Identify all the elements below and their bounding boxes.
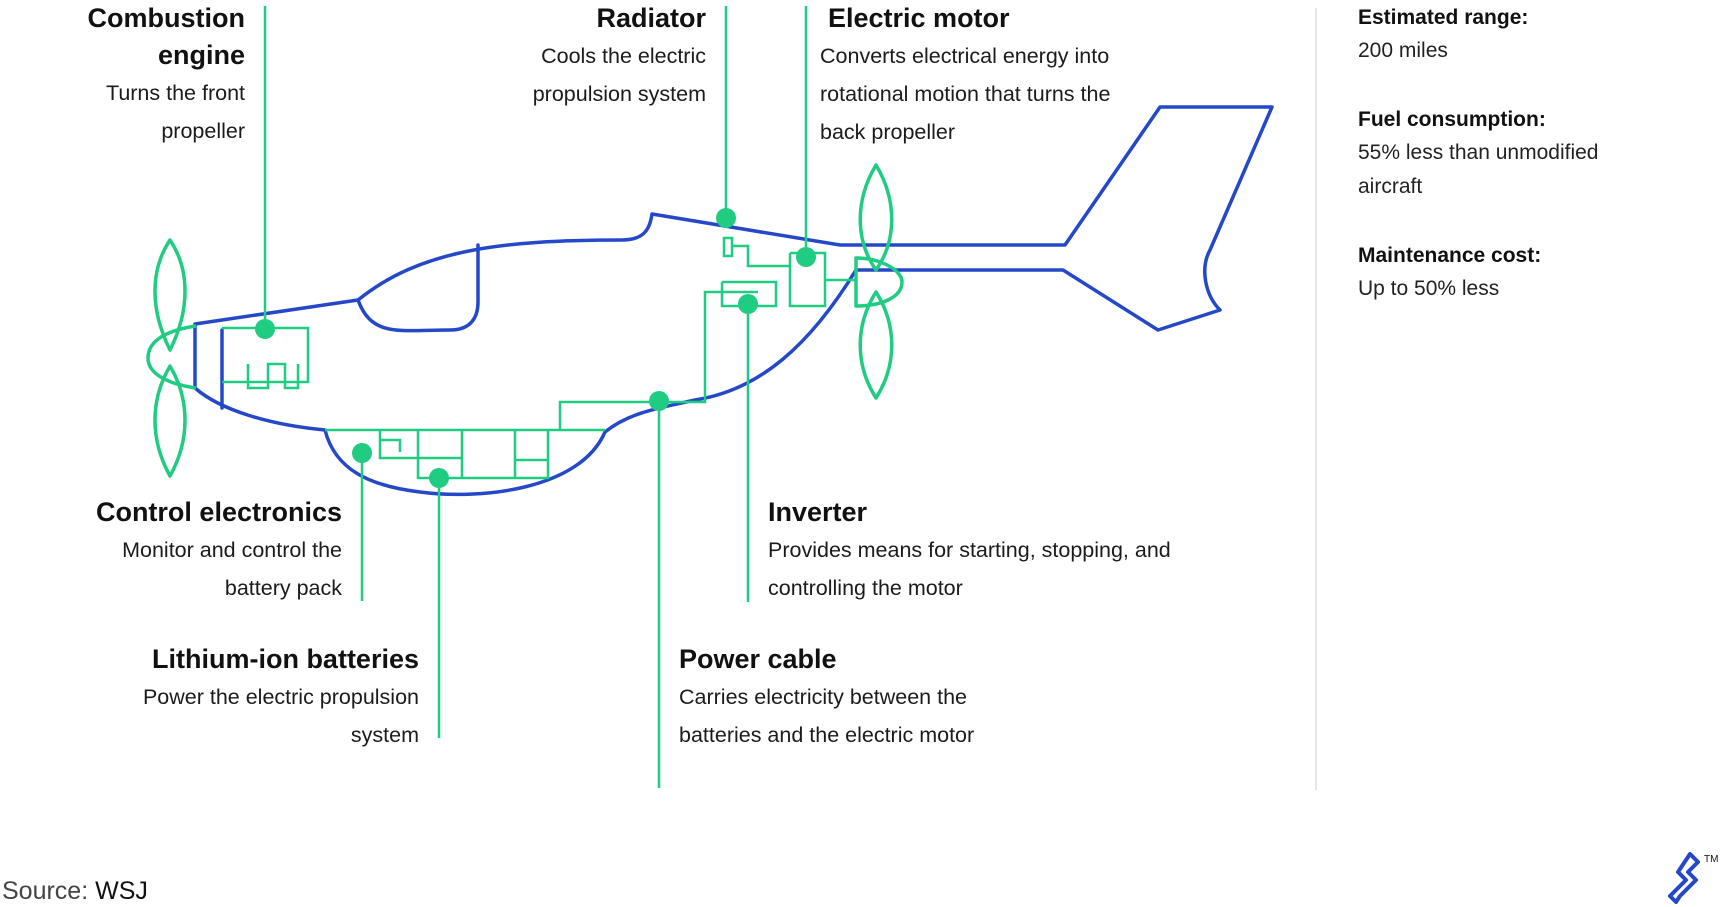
stat-fuel-consumption: Fuel consumption: 55% less than unmodifi… <box>1358 104 1698 204</box>
rear-propeller-blade-bottom <box>858 290 894 400</box>
combustion-engine-desc: Turns the front propeller <box>105 81 245 143</box>
stat-label: Fuel consumption: <box>1358 108 1546 131</box>
lithium-ion-batteries-desc: Power the electric propulsion system <box>142 685 419 747</box>
stat-estimated-range: Estimated range: 200 miles <box>1358 2 1698 68</box>
airframe <box>193 105 1274 497</box>
marker-lithium-ion-batteries <box>429 468 449 488</box>
front-propeller-hub <box>146 324 197 390</box>
trademark-mark: TM <box>1704 854 1718 865</box>
label-combustion-engine: Combustion engine Turns the front propel… <box>40 0 245 150</box>
label-radiator: Radiator Cools the electric propulsion s… <box>490 0 706 113</box>
marker-inverter <box>738 294 758 314</box>
engine-detail <box>246 362 300 390</box>
leader-lines <box>263 6 808 788</box>
propellers <box>146 163 904 478</box>
label-control-electronics: Control electronics Monitor and control … <box>40 494 342 607</box>
front-propeller-blade-bottom <box>153 364 187 478</box>
radiator-desc: Cools the electric propulsion system <box>532 44 706 106</box>
stat-label: Maintenance cost: <box>1358 244 1542 267</box>
control-electronics-desc: Monitor and control the battery pack <box>122 538 342 600</box>
internal-components <box>222 236 856 480</box>
power-cable-title: Power cable <box>679 644 837 674</box>
electric-motor-desc: Converts electrical energy into rotation… <box>820 44 1111 144</box>
source-prefix: Source: <box>2 877 89 905</box>
source-credit: Source: WSJ <box>2 875 148 907</box>
marker-power-cable <box>649 391 669 411</box>
inverter-desc: Provides means for starting, stopping, a… <box>768 538 1171 600</box>
toptal-logo-icon: TM <box>1668 852 1718 904</box>
label-inverter: Inverter Provides means for starting, st… <box>768 494 1238 607</box>
electric-motor-title: Electric motor <box>828 3 1010 33</box>
source-name: WSJ <box>95 877 148 905</box>
radiator-box <box>722 236 790 268</box>
marker-combustion-engine <box>255 319 275 339</box>
radiator-title: Radiator <box>596 3 706 33</box>
power-cable-desc: Carries electricity between the batterie… <box>679 685 975 747</box>
marker-dots <box>255 208 816 488</box>
marker-control-electronics <box>352 443 372 463</box>
canopy-window <box>356 243 480 333</box>
battery-pack <box>378 430 550 480</box>
inverter-box <box>720 280 778 308</box>
marker-radiator <box>716 208 736 228</box>
control-electronics-title: Control electronics <box>95 497 342 527</box>
label-electric-motor: Electric motor Converts electrical energ… <box>820 0 1160 151</box>
front-propeller-blade-top <box>153 238 187 352</box>
fuselage-outline <box>193 105 1274 497</box>
combustion-engine-title: Combustion engine <box>87 3 245 70</box>
marker-electric-motor <box>796 247 816 267</box>
rear-propeller-blade-top <box>858 163 894 272</box>
inverter-title: Inverter <box>768 497 868 527</box>
stat-label: Estimated range: <box>1358 6 1529 29</box>
stat-value: Up to 50% less <box>1358 277 1500 300</box>
lithium-ion-batteries-title: Lithium-ion batteries <box>151 644 419 674</box>
stat-value: 200 miles <box>1358 39 1448 62</box>
stat-value: 55% less than unmodified aircraft <box>1358 141 1599 198</box>
label-lithium-ion-batteries: Lithium-ion batteries Power the electric… <box>90 641 419 754</box>
label-power-cable: Power cable Carries electricity between … <box>679 641 999 754</box>
stat-maintenance-cost: Maintenance cost: Up to 50% less <box>1358 240 1698 306</box>
